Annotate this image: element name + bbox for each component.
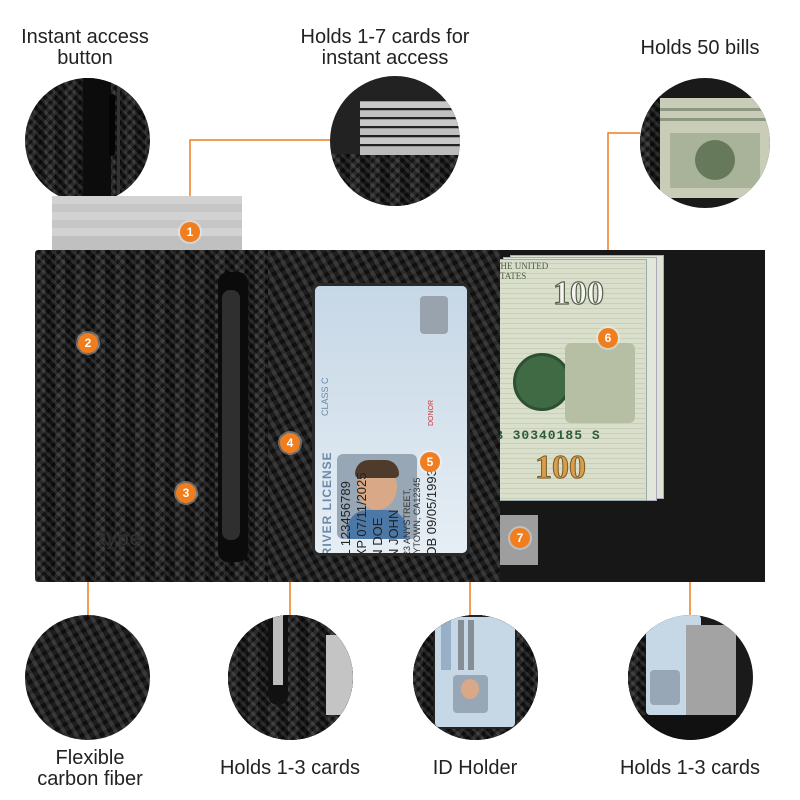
marker-2: 2	[78, 333, 98, 353]
detail-circle-card-stack	[330, 76, 460, 206]
marker-6: 6	[598, 328, 618, 348]
license-dob: DOB 09/05/1993	[424, 469, 439, 556]
marker-4: 4	[280, 433, 300, 453]
banknote-stack: THE UNITED STATES 100 B 30340185 S 100	[495, 253, 665, 501]
detail-circle-bills	[640, 78, 770, 208]
bill-denomination-bottom: 100	[535, 449, 587, 487]
label-holds-1-3-cards-b: Holds 1-3 cards	[619, 757, 761, 779]
marker-1: 1	[180, 222, 200, 242]
label-holds-50-bills: Holds 50 bills	[640, 37, 760, 59]
license-photo	[337, 454, 417, 539]
bill-top-text: THE UNITED STATES	[495, 261, 549, 281]
marker-7: 7	[510, 528, 530, 548]
card-stack	[52, 196, 242, 256]
license-text-block: DRIVER LICENSE CLASS C DL 123456789 EXP …	[320, 346, 450, 556]
detail-circle-instant-access-button	[25, 78, 150, 203]
license-exp: EXP 07/11/2025	[354, 472, 369, 556]
detail-circle-card-slot-a	[228, 615, 353, 740]
detail-circle-id-holder	[413, 615, 538, 740]
license-addr2: ANYTOWN, CA12345	[412, 477, 422, 556]
label-holds-1-3-cards-a: Holds 1-3 cards	[219, 757, 361, 779]
instant-access-slot-inner	[222, 290, 240, 540]
license-dl: DL 123456789	[338, 481, 353, 556]
license-photo-small	[420, 296, 448, 334]
license-fn: FN JOHN	[386, 509, 401, 556]
label-id-holder: ID Holder	[432, 757, 518, 779]
detail-circle-carbon-fiber	[25, 615, 150, 740]
bill-denomination-top: 100	[552, 274, 604, 312]
marker-5: 5	[420, 452, 440, 472]
license-addr1: 0123 ANYSTREET,	[402, 488, 412, 556]
bill-seal	[513, 353, 571, 411]
license-ln: LN DOE	[370, 517, 385, 556]
license-class: CLASS C	[320, 377, 330, 416]
brand-logo: type	[100, 528, 142, 550]
bill-serial: B 30340185 S	[495, 428, 601, 443]
detail-circle-card-slot-b	[628, 615, 753, 740]
marker-3: 3	[176, 483, 196, 503]
license-heading: DRIVER LICENSE	[320, 451, 334, 556]
id-window: DRIVER LICENSE CLASS C DL 123456789 EXP …	[312, 283, 470, 556]
license-donor: DONOR	[428, 399, 435, 426]
bill-portrait	[565, 343, 635, 423]
